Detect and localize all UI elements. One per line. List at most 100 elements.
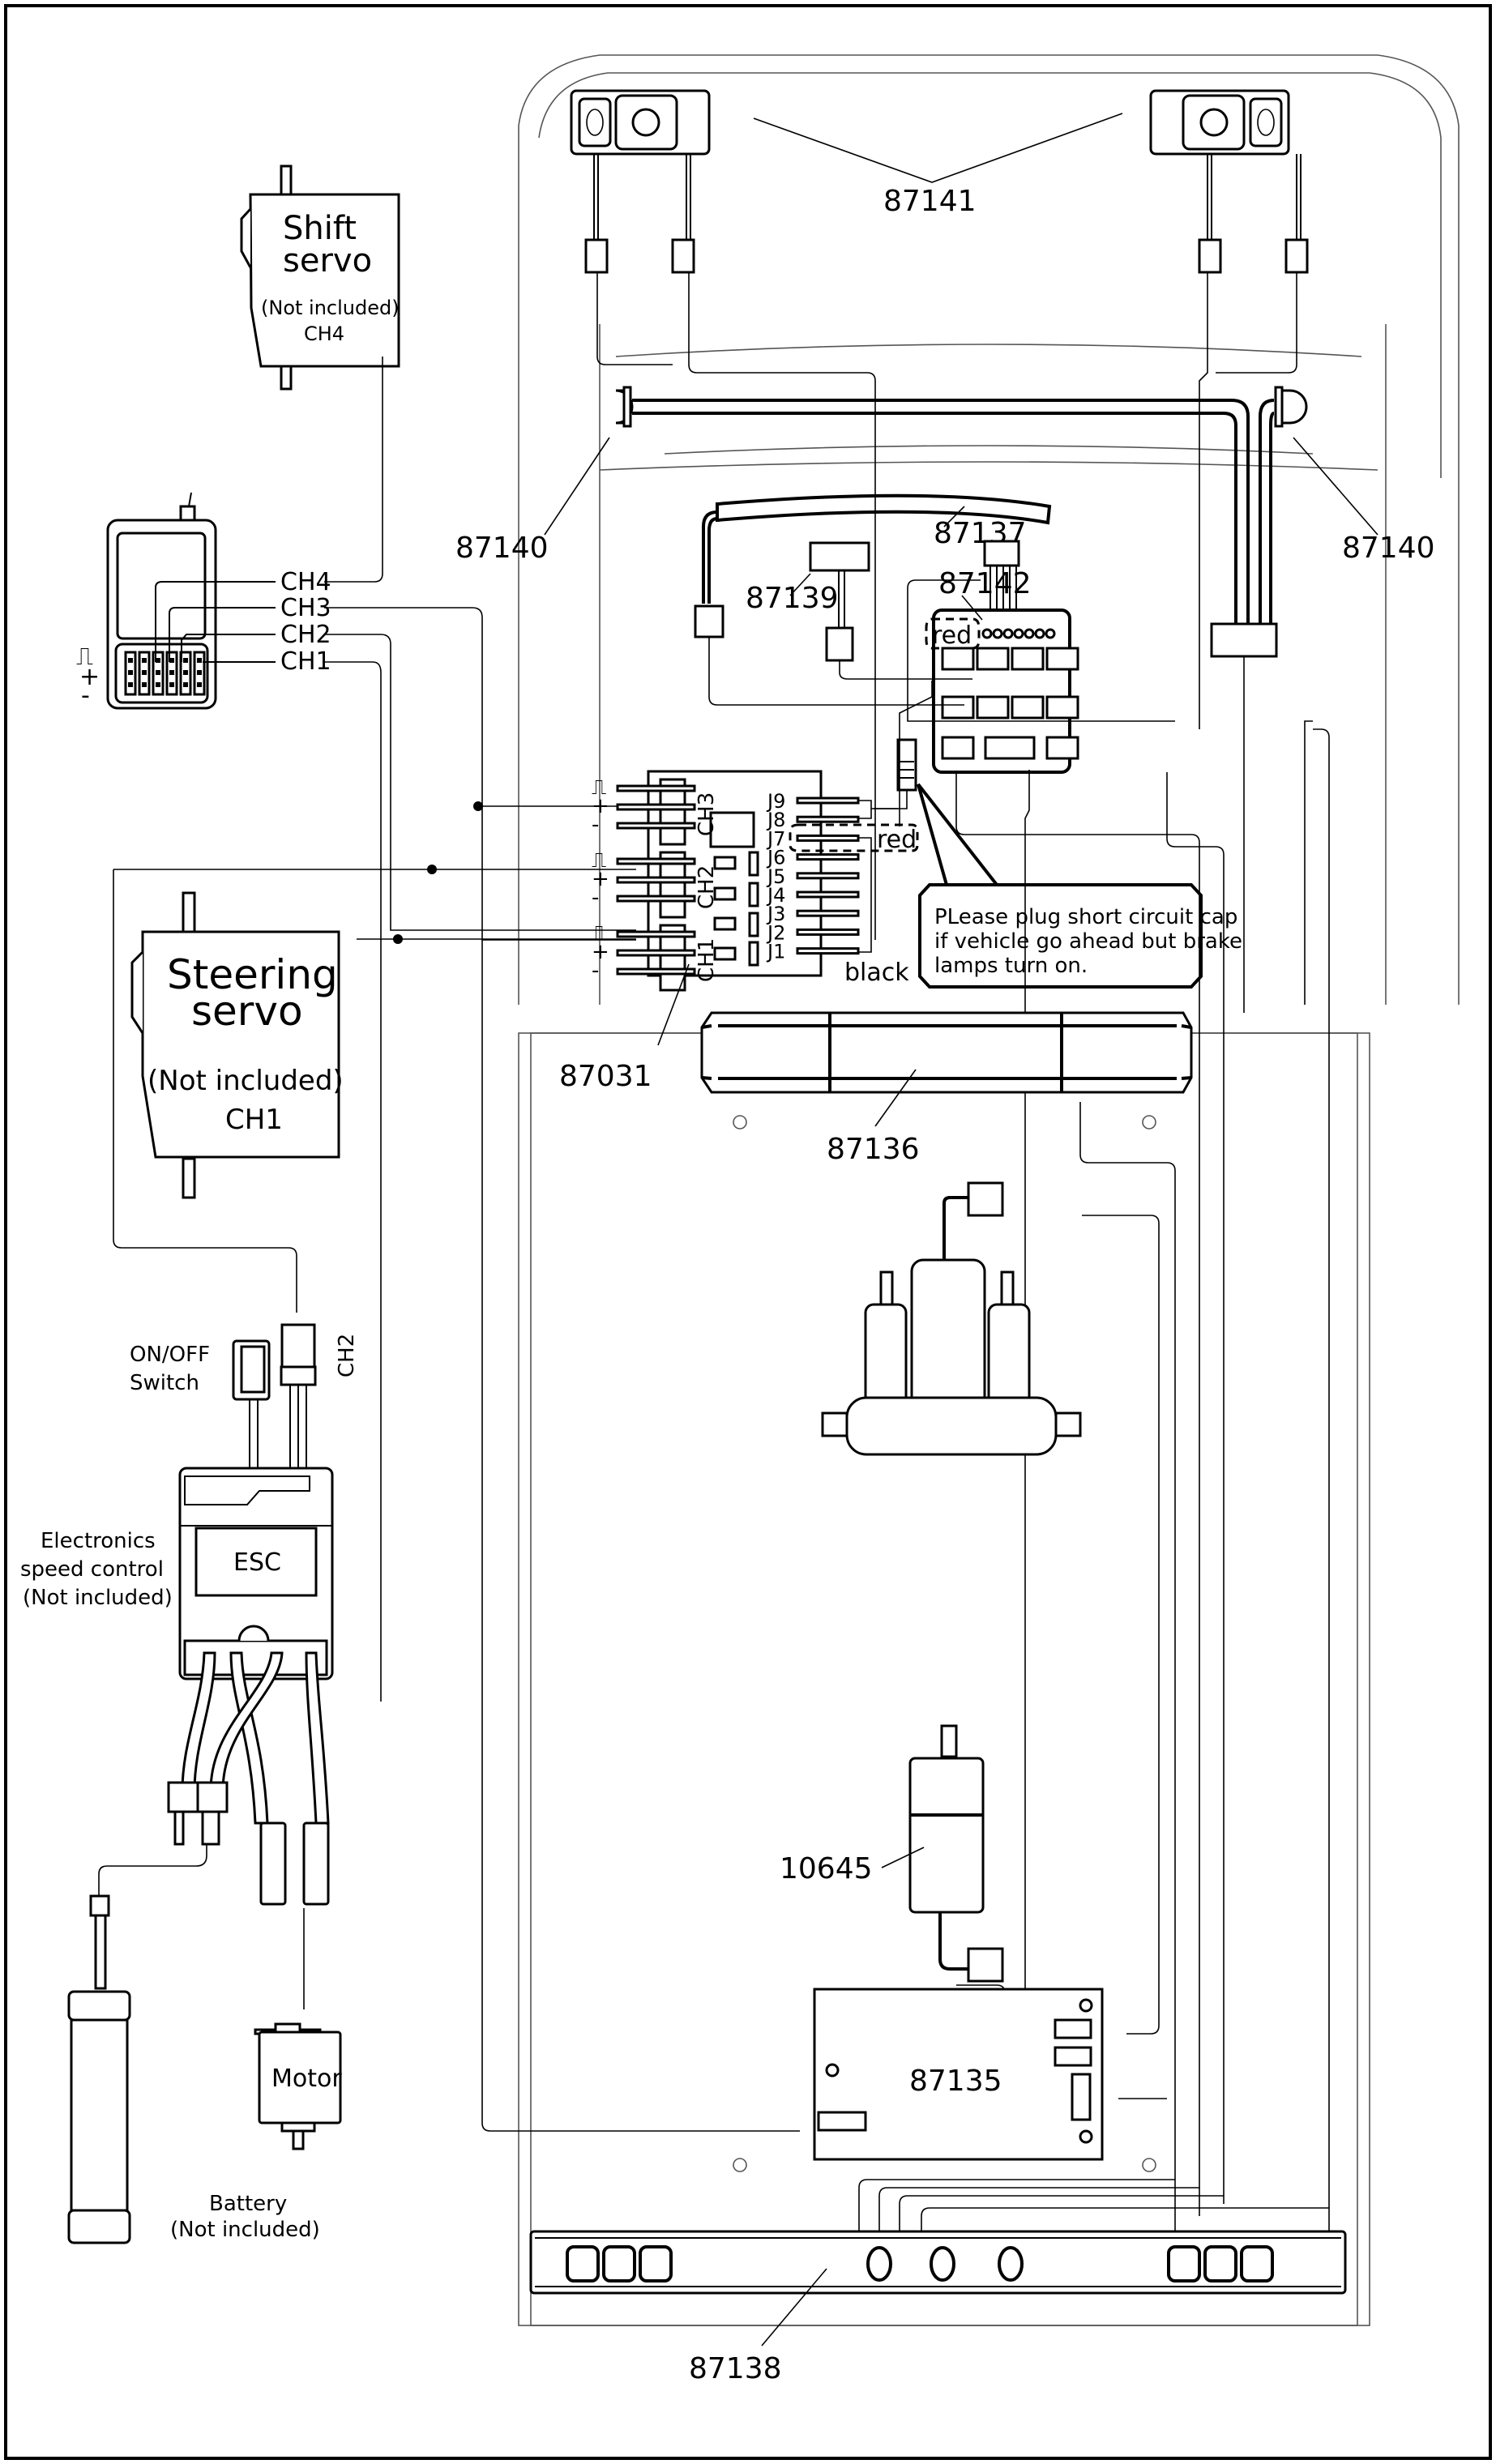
speaker-right	[1149, 89, 1309, 274]
receiver-pin	[183, 658, 188, 663]
part-87140-right-label: 87140	[1342, 532, 1435, 565]
splitter-pin	[616, 895, 696, 903]
rear-lamp-square	[1203, 2245, 1237, 2283]
steering-servo	[130, 891, 340, 1199]
jumper-pin-j7	[796, 834, 860, 842]
part-87139-label: 87139	[746, 582, 839, 615]
motor	[254, 1908, 342, 2150]
control-board	[932, 540, 1079, 774]
control-board-red-marker	[925, 617, 981, 650]
control-board-port	[1011, 647, 1045, 671]
esc-unit	[167, 1467, 334, 1906]
receiver-pin	[128, 658, 133, 663]
jumper-pin-j6	[796, 853, 860, 861]
control-board-port	[1045, 647, 1079, 671]
part-87138-label: 87138	[689, 2352, 782, 2385]
splitter-pin-symbol: ⎍	[592, 775, 606, 800]
splitter-red-label: red	[877, 826, 917, 854]
splitter-red-marker	[789, 823, 919, 852]
rear-lamp-round	[998, 2246, 1024, 2282]
battery-label-1: Battery	[209, 2192, 287, 2216]
splitter-pin	[616, 803, 696, 811]
sound-board	[813, 1988, 1104, 2161]
control-board-header-pin	[1045, 628, 1056, 639]
part-87031-label: 87031	[559, 1060, 652, 1093]
receiver-pin	[169, 658, 174, 663]
receiver-pin	[183, 682, 188, 687]
control-board-header-pin	[1034, 628, 1045, 639]
rear-lamp-square	[1167, 2245, 1201, 2283]
receiver-pin	[169, 670, 174, 675]
splitter-leader	[657, 963, 690, 1046]
jumper-pin-j3	[796, 909, 860, 917]
receiver-ch1-label: CH1	[280, 647, 331, 676]
jumper-pin-j9	[796, 796, 860, 805]
esc-label: ESC	[233, 1548, 281, 1577]
receiver	[106, 492, 217, 710]
jumper-label-j4: J4	[766, 884, 785, 907]
splitter-component	[713, 916, 737, 931]
splitter-pin-symbol: -	[592, 959, 599, 983]
splitter-component	[748, 912, 759, 937]
receiver-pin	[142, 682, 147, 687]
note-line-3: lamps turn on.	[934, 954, 1088, 978]
control-board-header-pin	[1002, 628, 1014, 639]
part-87140-left-label: 87140	[455, 532, 549, 565]
control-board-header-pin	[981, 628, 993, 639]
speaker-left	[570, 89, 711, 274]
jumper-pin-j2	[796, 928, 860, 936]
shift-servo-title-2: servo	[283, 242, 372, 280]
jumper-label-j8: J8	[766, 809, 785, 831]
receiver-pin	[142, 658, 147, 663]
jumper-j8-j9-link	[858, 800, 898, 819]
jumper-label-j6: J6	[766, 847, 785, 869]
splitter-channel-ch2: CH2	[695, 865, 719, 909]
splitter-pin-symbol: -	[592, 813, 599, 837]
jumper-label-j9: J9	[766, 790, 785, 813]
part-10645-label: 10645	[780, 1852, 873, 1885]
interior-light-leader	[789, 573, 811, 596]
light-bar	[700, 1011, 1193, 1094]
on-off-switch	[232, 1339, 271, 1483]
receiver-ch3-label: CH3	[280, 594, 331, 622]
splitter-board	[616, 770, 898, 992]
splitter-component	[748, 851, 759, 877]
steering-servo-channel: CH1	[225, 1104, 283, 1136]
steering-servo-note: (Not included)	[147, 1065, 344, 1097]
control-board-port-4pin	[984, 736, 1036, 760]
air-pump	[821, 1181, 1082, 1456]
splitter-pin-symbol: +	[592, 867, 609, 891]
receiver-pin-signal: ⎍	[76, 643, 93, 671]
control-board-port	[941, 695, 975, 720]
note-line-2: if vehicle go ahead but brake	[934, 929, 1242, 954]
jumper-common-link	[858, 837, 872, 953]
switch-label-1: ON/OFF	[130, 1343, 210, 1367]
jumper-label-j2: J2	[766, 921, 785, 944]
splitter-component	[713, 886, 737, 901]
note-line-1: PLease plug short circuit cap	[934, 905, 1237, 929]
receiver-pin	[197, 670, 202, 675]
jumper-label-j7: J7	[766, 827, 785, 850]
motor-label: Motor	[271, 2065, 342, 2093]
rear-light-bar	[529, 2230, 1347, 2295]
rear-lamp-square	[602, 2245, 636, 2283]
splitter-component	[713, 856, 737, 870]
battery-label-2: (Not included)	[170, 2218, 320, 2242]
jumper-label-j5: J5	[766, 865, 785, 888]
part-87142-label: 87142	[938, 567, 1032, 600]
splitter-pin	[616, 876, 696, 884]
roof-strip-leader	[943, 506, 965, 527]
servo-wiring	[113, 801, 636, 1313]
splitter-channel-ch1: CH1	[695, 938, 719, 982]
pump-motor-leader	[881, 1847, 925, 1868]
side-light-right-leader	[1293, 437, 1378, 536]
receiver-ch2-label: CH2	[280, 621, 331, 649]
splitter-pin	[616, 784, 696, 792]
side-light-right	[1210, 386, 1308, 658]
esc-desc-2: speed control	[20, 1557, 164, 1582]
esc-channel-plug	[280, 1323, 317, 1483]
side-light-left-leader	[544, 437, 610, 536]
note-callout	[917, 783, 1203, 989]
splitter-pin	[616, 857, 696, 865]
